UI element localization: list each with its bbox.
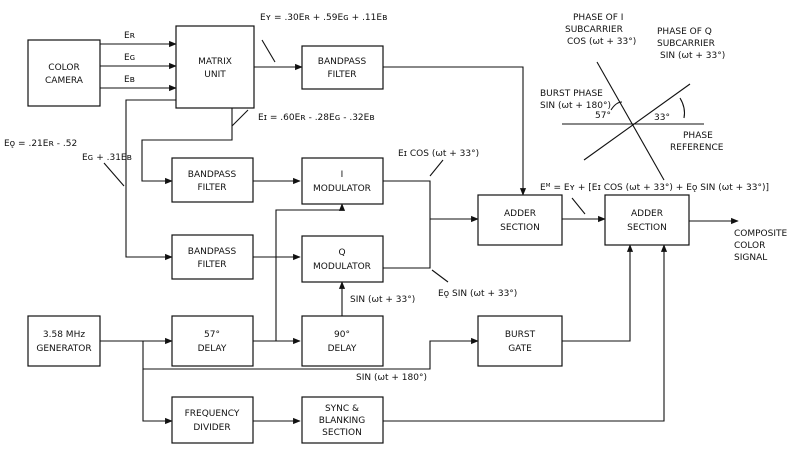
equation-eq-line2: Eɢ + .31Eʙ [82, 153, 132, 163]
block-label: SECTION [500, 223, 540, 233]
arc-33 [679, 97, 686, 119]
line-carrier-i [275, 203, 346, 341]
line-burst-carrier [142, 337, 479, 370]
block-label: BANDPASS [318, 57, 367, 67]
block-label: BLANKING [319, 416, 366, 426]
phase-i-label: PHASE OF I [573, 13, 623, 23]
burst-phase-label: SIN (ωt + 180°) [540, 101, 611, 111]
block-label: I [341, 170, 344, 180]
block-label: MODULATOR [313, 184, 371, 194]
block-label: DELAY [328, 344, 357, 354]
label-sin-q: SIN (ωt + 33°) [350, 295, 415, 305]
equation-ey: Eʏ = .30Eʀ + .59Eɢ + .11Eʙ [260, 13, 387, 23]
block-label: ADDER [631, 209, 663, 219]
block-label: 3.58 MHz [43, 330, 85, 340]
label-eb: Eʙ [124, 75, 135, 85]
label-eq-out: Eǫ SIN (ωt + 33°) [438, 289, 517, 299]
block-label: SYNC & [325, 404, 359, 414]
block-frequency-divider: FREQUENCY DIVIDER [171, 396, 254, 444]
block-label: DELAY [198, 344, 227, 354]
phase-i-label: SUBCARRIER [565, 25, 623, 35]
phase-i-label: COS (ωt + 33°) [567, 37, 636, 47]
line-y-to-adder [383, 66, 527, 196]
angle-57-label: 57° [595, 111, 611, 121]
block-label: BURST [505, 330, 536, 340]
block-bandpass-q: BANDPASS FILTER [171, 234, 254, 280]
block-color-camera: COLOR CAMERA [27, 39, 101, 107]
block-label: BANDPASS [188, 170, 237, 180]
reference-label: PHASE [683, 131, 713, 141]
block-delay-90: 90° DELAY [301, 315, 384, 367]
equation-em: Eᴹ = Eʏ + [Eɪ COS (ωt + 33°) + Eǫ SIN (ω… [540, 183, 769, 193]
output-label: SIGNAL [734, 253, 767, 263]
leader-eq-out [431, 269, 449, 283]
angle-33-label: 33° [654, 113, 670, 123]
block-label: GATE [508, 344, 532, 354]
leader-ey [261, 39, 276, 63]
signal-labels: Eʀ Eɢ Eʙ Eʏ = .30Eʀ + .59Eɢ + .11Eʙ Eɪ =… [4, 13, 788, 383]
block-label: FREQUENCY [185, 409, 240, 419]
block-label: DIVIDER [193, 423, 230, 433]
block-label: Q [338, 248, 345, 258]
block-label: SECTION [627, 223, 667, 233]
block-bandpass-i: BANDPASS FILTER [171, 157, 254, 203]
block-i-modulator: I MODULATOR [301, 157, 384, 205]
output-label: COMPOSITE [734, 229, 788, 239]
phase-diagram: PHASE OF I SUBCARRIER COS (ωt + 33°) PHA… [540, 13, 725, 181]
block-label: COLOR [48, 63, 79, 73]
arc-57 [610, 101, 623, 111]
leader-eq [103, 162, 125, 187]
block-matrix-unit: MATRIX UNIT [175, 25, 255, 109]
reference-label: REFERENCE [670, 143, 724, 153]
output-label: COLOR [734, 241, 765, 251]
leader-ei [231, 109, 249, 127]
block-bandpass-y: BANDPASS FILTER [301, 45, 384, 90]
block-sync-blanking: SYNC & BLANKING SECTION [301, 396, 384, 444]
line-burst-out [562, 244, 634, 342]
line-gen-divider [142, 369, 173, 425]
block-label: 90° [334, 330, 350, 340]
label-er: Eʀ [124, 31, 136, 41]
block-label: 57° [204, 330, 220, 340]
block-label: ADDER [504, 209, 536, 219]
block-delay-57: 57° DELAY [171, 315, 254, 367]
block-generator: 3.58 MHz GENERATOR [27, 315, 101, 367]
equation-eq-line1: Eǫ = .21Eʀ - .52 [4, 139, 77, 149]
label-sin-burst: SIN (ωt + 180°) [356, 373, 427, 383]
block-label: BANDPASS [188, 247, 237, 257]
block-adder-2: ADDER SECTION [604, 194, 690, 246]
block-label: FILTER [197, 183, 226, 193]
block-label: GENERATOR [36, 344, 91, 354]
q-phase-line [583, 83, 691, 161]
i-phase-line [596, 61, 665, 181]
line-i-mod-out [383, 180, 431, 219]
equation-ei: Eɪ = .60Eʀ - .28Eɢ - .32Eʙ [258, 113, 375, 123]
line-ei [141, 108, 233, 185]
signal-lines [100, 39, 739, 425]
label-ei-out: Eɪ COS (ωt + 33°) [398, 149, 479, 159]
block-label: SECTION [322, 428, 362, 438]
leader-em [571, 197, 586, 215]
line-sync-out [383, 244, 668, 422]
line-q-mod-out [383, 219, 431, 269]
leader-ei-out [429, 159, 444, 177]
block-burst-gate: BURST GATE [477, 315, 563, 367]
block-label: FILTER [327, 70, 356, 80]
phase-q-label: PHASE OF Q [657, 27, 712, 37]
block-label: CAMERA [45, 76, 84, 86]
phase-q-label: SIN (ωt + 33°) [660, 51, 725, 61]
label-eg: Eɢ [124, 53, 135, 63]
burst-phase-label: BURST PHASE [540, 89, 603, 99]
block-label: MATRIX [198, 57, 232, 67]
block-label: FILTER [197, 260, 226, 270]
block-adder-1: ADDER SECTION [477, 194, 563, 246]
block-label: UNIT [204, 70, 226, 80]
phase-q-label: SUBCARRIER [657, 39, 715, 49]
block-q-modulator: Q MODULATOR [301, 235, 384, 283]
block-label: MODULATOR [313, 262, 371, 272]
line-eq [125, 99, 176, 261]
